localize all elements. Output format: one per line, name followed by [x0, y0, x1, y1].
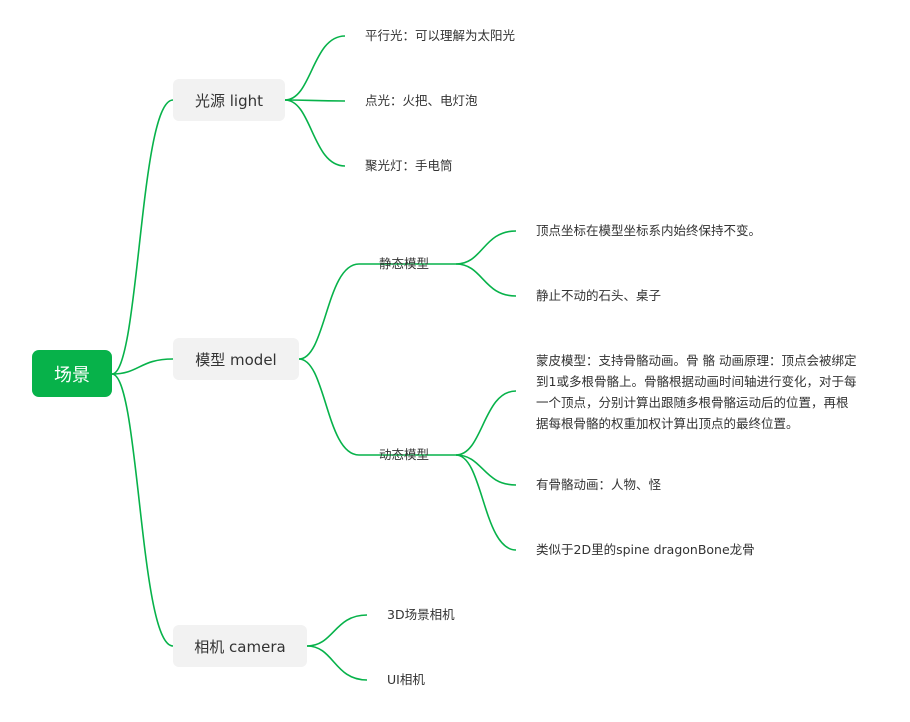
leaf-light-spot[interactable]: 聚光灯：手电筒 [365, 158, 453, 173]
skinned-line-1: 蒙皮模型：支持骨骼动画。骨 骼 动画原理：顶点会被绑定 [536, 353, 857, 368]
link-static-example [455, 263, 517, 297]
leaf-spine-dragonbone[interactable]: 类似于2D里的spine dragonBone龙骨 [536, 542, 755, 557]
link-static-desc [455, 230, 517, 265]
link-model-dynamic [298, 358, 456, 456]
leaf-static-desc[interactable]: 顶点坐标在模型坐标系内始终保持不变。 [536, 223, 762, 238]
leaf-light-point[interactable]: 点光：火把、电灯泡 [365, 93, 478, 108]
leaf-light-directional[interactable]: 平行光：可以理解为太阳光 [365, 28, 516, 43]
link-root-light [111, 99, 174, 375]
link-dynamic-spine [455, 454, 517, 551]
skinned-line-4: 据每根骨骼的权重加权计算出顶点的最终位置。 [536, 416, 799, 431]
link-camera-3d [306, 614, 368, 647]
link-light-point [284, 99, 346, 102]
skinned-line-2: 到1或多根骨骼上。骨骼根据动画时间轴进行变化，对于每 [536, 374, 857, 389]
link-dynamic-skinned [455, 390, 517, 456]
sub-dynamic-model[interactable]: 动态模型 [379, 447, 430, 462]
branch-camera[interactable]: 相机 camera [173, 625, 307, 667]
leaf-skinned-model[interactable]: 蒙皮模型：支持骨骼动画。骨 骼 动画原理：顶点会被绑定 到1或多根骨骼上。骨骼根… [536, 350, 906, 434]
link-root-model [111, 358, 174, 375]
link-dynamic-bone [455, 454, 517, 486]
branch-model[interactable]: 模型 model [173, 338, 299, 380]
link-light-directional [284, 35, 346, 101]
leaf-3d-camera[interactable]: 3D场景相机 [387, 607, 455, 622]
leaf-ui-camera[interactable]: UI相机 [387, 672, 425, 687]
branch-light[interactable]: 光源 light [173, 79, 285, 121]
link-camera-ui [306, 645, 368, 681]
leaf-static-example[interactable]: 静止不动的石头、桌子 [536, 288, 662, 303]
link-root-camera [111, 373, 174, 647]
sub-static-model[interactable]: 静态模型 [379, 256, 430, 271]
root-node[interactable]: 场景 [32, 350, 112, 397]
link-model-static [298, 263, 456, 360]
leaf-bone-anim-example[interactable]: 有骨骼动画：人物、怪 [536, 477, 662, 492]
skinned-line-3: 一个顶点，分别计算出跟随多根骨骼运动后的位置，再根 [536, 395, 849, 410]
link-light-spot [284, 99, 346, 167]
